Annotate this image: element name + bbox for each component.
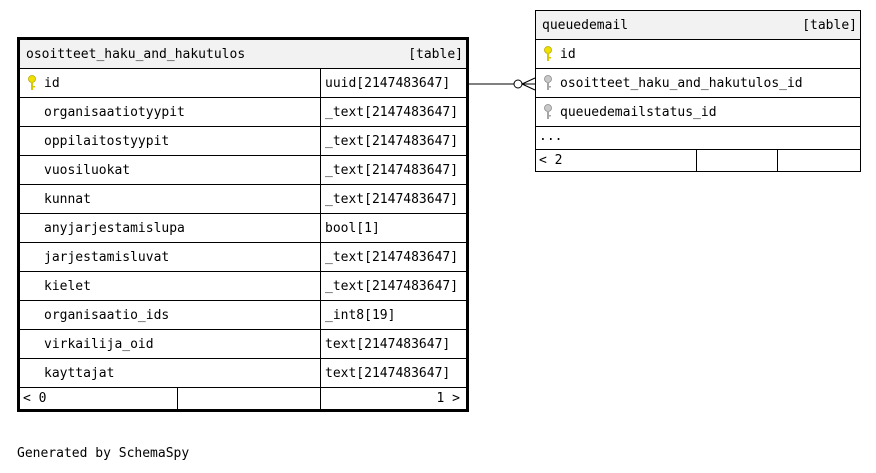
column-row[interactable]: vuosiluokat _text[2147483647] — [20, 156, 466, 185]
table-header[interactable]: queuedemail [table] — [536, 11, 860, 40]
foreign-key-icon — [544, 104, 552, 119]
children-count[interactable]: < 0 — [23, 391, 47, 406]
column-type: _text[2147483647] — [320, 156, 466, 184]
column-type: text[2147483647] — [320, 359, 466, 387]
column-name: virkailija_oid — [44, 337, 154, 352]
column-row[interactable]: id — [536, 40, 860, 69]
column-row[interactable]: organisaatiotyypit _text[2147483647] — [20, 98, 466, 127]
column-row[interactable]: id uuid[2147483647] — [20, 69, 466, 98]
zero-marker — [513, 79, 523, 89]
table-kind: [table] — [802, 18, 857, 33]
column-type: _int8[19] — [320, 301, 466, 329]
crowfoot-marker — [521, 83, 536, 91]
generated-credit: Generated by SchemaSpy — [17, 446, 190, 461]
table-osoitteet-haku-and-hakutulos[interactable]: osoitteet_haku_and_hakutulos [table] id … — [17, 37, 469, 412]
column-row[interactable]: osoitteet_haku_and_hakutulos_id — [536, 69, 860, 98]
column-name: vuosiluokat — [44, 163, 131, 178]
footer-divider — [696, 150, 697, 171]
table-name: osoitteet_haku_and_hakutulos — [26, 47, 246, 62]
column-type: _text[2147483647] — [320, 243, 466, 271]
parents-count[interactable]: 1 > — [436, 391, 460, 406]
column-name: id — [560, 47, 576, 62]
column-name: kayttajat — [44, 366, 115, 381]
table-footer: < 2 — [536, 150, 860, 171]
column-name: organisaatio_ids — [44, 308, 170, 323]
crowfoot-marker — [521, 77, 536, 85]
children-count[interactable]: < 2 — [539, 153, 563, 168]
more-columns-text: ... — [539, 129, 563, 144]
footer-divider — [177, 388, 178, 409]
column-type: _text[2147483647] — [320, 98, 466, 126]
table-name: queuedemail — [542, 18, 629, 33]
column-name: oppilaitostyypit — [44, 134, 170, 149]
table-queuedemail[interactable]: queuedemail [table] id osoitteet_haku_an… — [535, 10, 861, 172]
column-row[interactable]: kielet _text[2147483647] — [20, 272, 466, 301]
column-type: _text[2147483647] — [320, 185, 466, 213]
column-name: id — [44, 76, 60, 91]
primary-key-icon — [544, 46, 552, 61]
column-type: uuid[2147483647] — [320, 69, 466, 97]
column-row[interactable]: queuedemailstatus_id — [536, 98, 860, 127]
column-name: anyjarjestamislupa — [44, 221, 185, 236]
column-type: text[2147483647] — [320, 330, 466, 358]
column-type: _text[2147483647] — [320, 127, 466, 155]
column-row[interactable]: anyjarjestamislupa bool[1] — [20, 214, 466, 243]
foreign-key-icon — [544, 75, 552, 90]
footer-divider — [320, 388, 321, 409]
column-name: organisaatiotyypit — [44, 105, 185, 120]
footer-divider — [777, 150, 778, 171]
column-name: osoitteet_haku_and_hakutulos_id — [560, 76, 803, 91]
column-row[interactable]: kayttajat text[2147483647] — [20, 359, 466, 388]
column-type: _text[2147483647] — [320, 272, 466, 300]
column-row[interactable]: oppilaitostyypit _text[2147483647] — [20, 127, 466, 156]
column-row[interactable]: virkailija_oid text[2147483647] — [20, 330, 466, 359]
column-row[interactable]: organisaatio_ids _int8[19] — [20, 301, 466, 330]
primary-key-icon — [28, 75, 36, 90]
more-columns: ... — [536, 127, 860, 150]
column-type: bool[1] — [320, 214, 466, 242]
column-name: kunnat — [44, 192, 91, 207]
column-name: kielet — [44, 279, 91, 294]
column-name: jarjestamisluvat — [44, 250, 170, 265]
column-name: queuedemailstatus_id — [560, 105, 717, 120]
column-row[interactable]: kunnat _text[2147483647] — [20, 185, 466, 214]
column-row[interactable]: jarjestamisluvat _text[2147483647] — [20, 243, 466, 272]
table-header[interactable]: osoitteet_haku_and_hakutulos [table] — [20, 40, 466, 69]
table-kind: [table] — [408, 47, 463, 62]
table-footer: < 0 1 > — [20, 388, 466, 409]
